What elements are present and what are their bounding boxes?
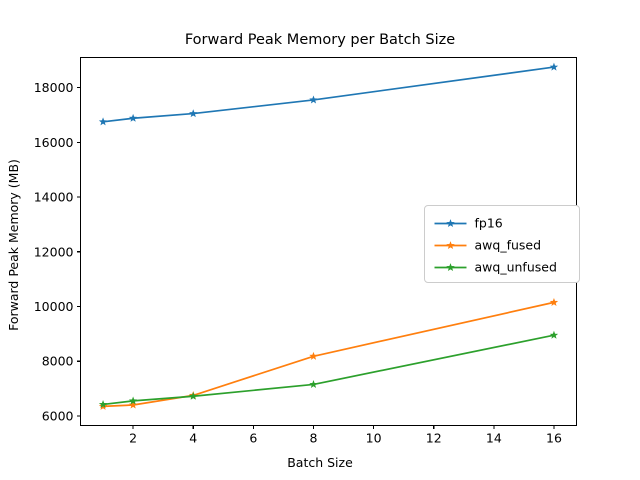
data-point-marker <box>98 400 108 408</box>
x-tick-label: 14 <box>486 431 502 446</box>
y-tick-label: 10000 <box>34 299 74 314</box>
legend-label-fp16: fp16 <box>475 216 503 231</box>
series-line-awq_unfused <box>102 334 555 406</box>
series-line-awq_fused <box>102 301 555 408</box>
legend-marker-icon <box>446 219 455 228</box>
series-group <box>98 62 559 410</box>
data-point-marker <box>128 400 138 409</box>
page-title: Forward Peak Memory per Batch Size <box>185 32 455 48</box>
y-tick-label: 18000 <box>34 80 74 95</box>
legend-label-awq_fused: awq_fused <box>475 238 542 253</box>
x-tick-label: 12 <box>426 431 442 446</box>
data-point-marker <box>309 95 318 104</box>
data-point-marker <box>189 391 198 400</box>
series-fp16 <box>98 62 559 126</box>
y-tick-label: 8000 <box>42 354 74 369</box>
y-axis-label: Forward Peak Memory (MB) <box>6 159 21 331</box>
legend-item-awq_fused[interactable]: awq_fused <box>434 238 542 253</box>
x-tick-label: 2 <box>129 431 137 446</box>
y-tick-label: 12000 <box>34 244 74 259</box>
x-tick-label: 4 <box>189 431 197 446</box>
data-point-marker <box>128 396 138 405</box>
chart-title-group: Forward Peak Memory per Batch Size <box>185 32 455 48</box>
x-axis-ticks: 2 4 6 8 10 12 14 16 <box>129 425 562 446</box>
data-point-marker <box>189 109 198 118</box>
legend-label-awq_unfused: awq_unfused <box>475 260 557 275</box>
data-point-marker <box>128 113 138 122</box>
data-point-marker <box>549 297 559 306</box>
legend-box <box>424 205 580 283</box>
y-tick-label: 14000 <box>34 190 74 205</box>
series-awq_unfused <box>98 330 559 408</box>
y-tick-label: 16000 <box>34 135 74 150</box>
series-awq_fused <box>98 297 559 410</box>
x-axis-label: Batch Size <box>287 455 353 470</box>
legend-marker-icon <box>446 241 455 250</box>
legend-item-awq_unfused[interactable]: awq_unfused <box>434 260 557 275</box>
x-tick-label: 6 <box>249 431 257 446</box>
x-tick-label: 8 <box>309 431 317 446</box>
x-tick-label: 10 <box>366 431 382 446</box>
data-point-marker <box>98 117 108 126</box>
data-point-marker <box>309 380 318 389</box>
x-tick-label: 16 <box>546 431 562 446</box>
data-point-marker <box>309 351 318 360</box>
legend-item-fp16[interactable]: fp16 <box>434 216 503 231</box>
data-point-marker <box>549 330 559 339</box>
y-tick-label: 6000 <box>42 408 74 423</box>
data-point-marker <box>549 62 559 71</box>
legend-marker-icon <box>446 263 455 272</box>
y-axis-ticks: 6000 8000 10000 12000 14000 16000 18000 <box>34 80 81 423</box>
series-line-fp16 <box>102 66 555 123</box>
chart-legend: fp16 awq_fused awq_unfused <box>424 205 580 283</box>
